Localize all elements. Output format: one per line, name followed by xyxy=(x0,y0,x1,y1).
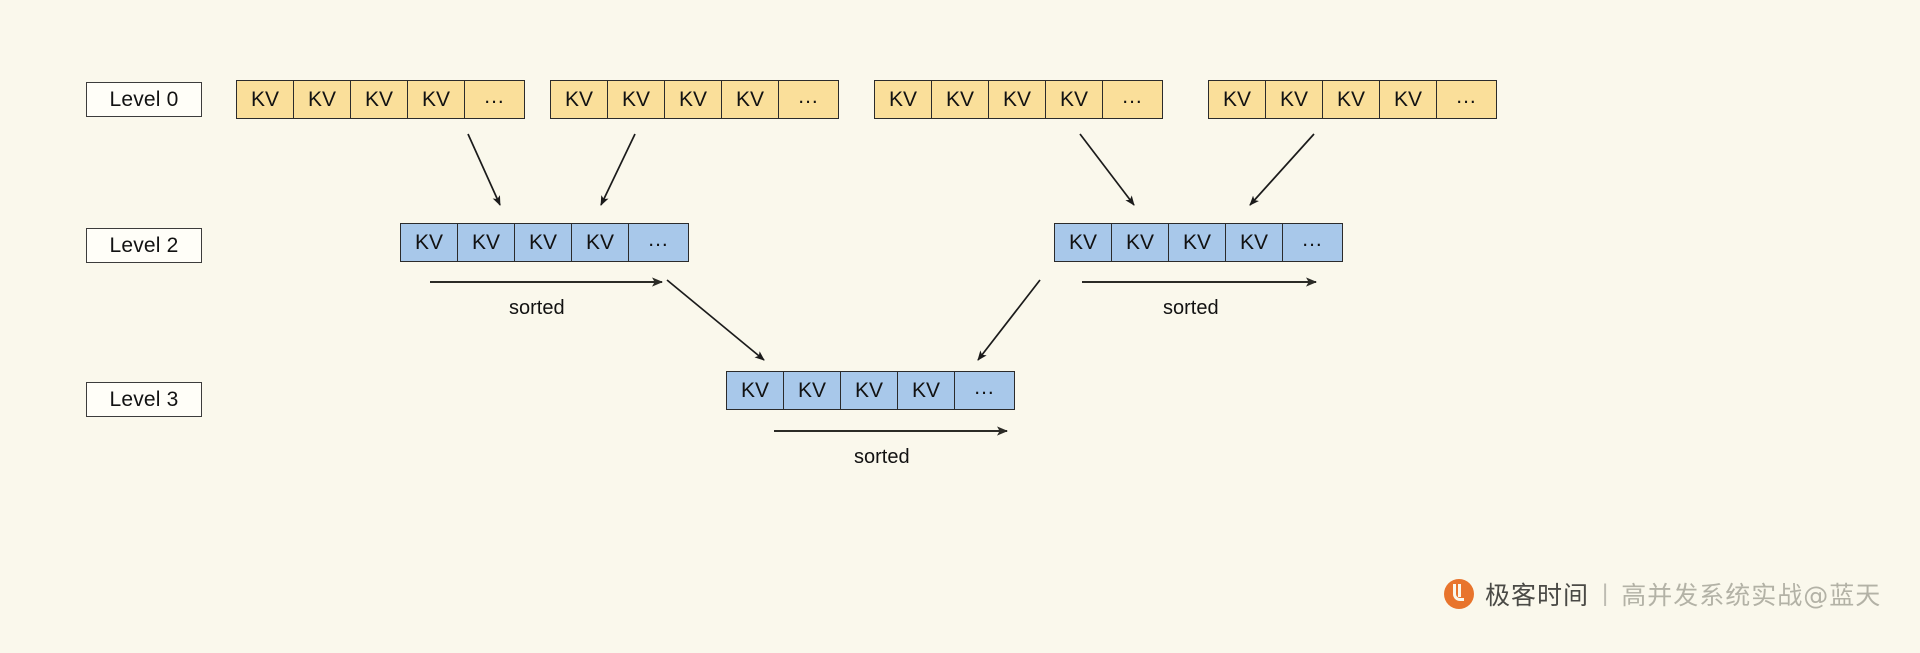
kv-cell-ellipsis: ... xyxy=(1436,80,1497,119)
sorted-level2-left-label: sorted xyxy=(509,297,565,319)
kv-cell: KV xyxy=(988,80,1045,119)
kv-cell: KV xyxy=(1379,80,1436,119)
arrow-l0run4-to-l2run2 xyxy=(1249,133,1315,206)
kv-cell-ellipsis: ... xyxy=(954,371,1015,410)
kv-cell: KV xyxy=(400,223,457,262)
geekbang-logo-icon xyxy=(1444,579,1474,609)
kv-cell: KV xyxy=(897,371,954,410)
arrow-l0run3-to-l2run2 xyxy=(1079,133,1135,206)
kv-cell-ellipsis: ... xyxy=(1102,80,1163,119)
kv-cell: KV xyxy=(1322,80,1379,119)
kv-cell: KV xyxy=(514,223,571,262)
kv-cell: KV xyxy=(726,371,783,410)
kv-cell: KV xyxy=(664,80,721,119)
kv-cell: KV xyxy=(1054,223,1111,262)
watermark-brand: 极客时间 xyxy=(1485,581,1590,610)
kv-cell: KV xyxy=(236,80,293,119)
kv-cell: KV xyxy=(350,80,407,119)
kv-cell: KV xyxy=(1265,80,1322,119)
kv-cell: KV xyxy=(457,223,514,262)
kv-cell: KV xyxy=(571,223,628,262)
watermark-subtitle: 高并发系统实战@蓝天 xyxy=(1621,581,1882,610)
kv-cell-ellipsis: ... xyxy=(778,80,839,119)
level-label-level-3: Level 3 xyxy=(86,382,202,417)
kv-cell: KV xyxy=(931,80,988,119)
kv-cell: KV xyxy=(840,371,897,410)
kv-cell-ellipsis: ... xyxy=(628,223,689,262)
kv-cell: KV xyxy=(1208,80,1265,119)
kv-cell: KV xyxy=(550,80,607,119)
arrow-l0run2b-to-l2run1 xyxy=(600,133,636,206)
watermark: 极客时间 | 高并发系统实战@蓝天 xyxy=(1444,576,1881,612)
kv-cell: KV xyxy=(1045,80,1102,119)
kv-cell: KV xyxy=(721,80,778,119)
sorted-level2-right-label: sorted xyxy=(1163,297,1219,319)
kv-cell-ellipsis: ... xyxy=(1282,223,1343,262)
kv-cell: KV xyxy=(1111,223,1168,262)
level-label-level-2: Level 2 xyxy=(86,228,202,263)
kv-cell: KV xyxy=(407,80,464,119)
arrow-l2run1-to-l3 xyxy=(666,279,765,361)
arrow-l0run2-to-l2run1 xyxy=(467,133,501,206)
kv-cell: KV xyxy=(1168,223,1225,262)
watermark-separator: | xyxy=(1602,580,1609,607)
kv-cell: KV xyxy=(783,371,840,410)
kv-cell: KV xyxy=(607,80,664,119)
kv-cell: KV xyxy=(293,80,350,119)
sorted-level3-label: sorted xyxy=(854,446,910,468)
kv-cell: KV xyxy=(874,80,931,119)
kv-cell-ellipsis: ... xyxy=(464,80,525,119)
kv-cell: KV xyxy=(1225,223,1282,262)
arrow-l2run2-to-l3 xyxy=(977,279,1041,361)
level-label-level-0: Level 0 xyxy=(86,82,202,117)
